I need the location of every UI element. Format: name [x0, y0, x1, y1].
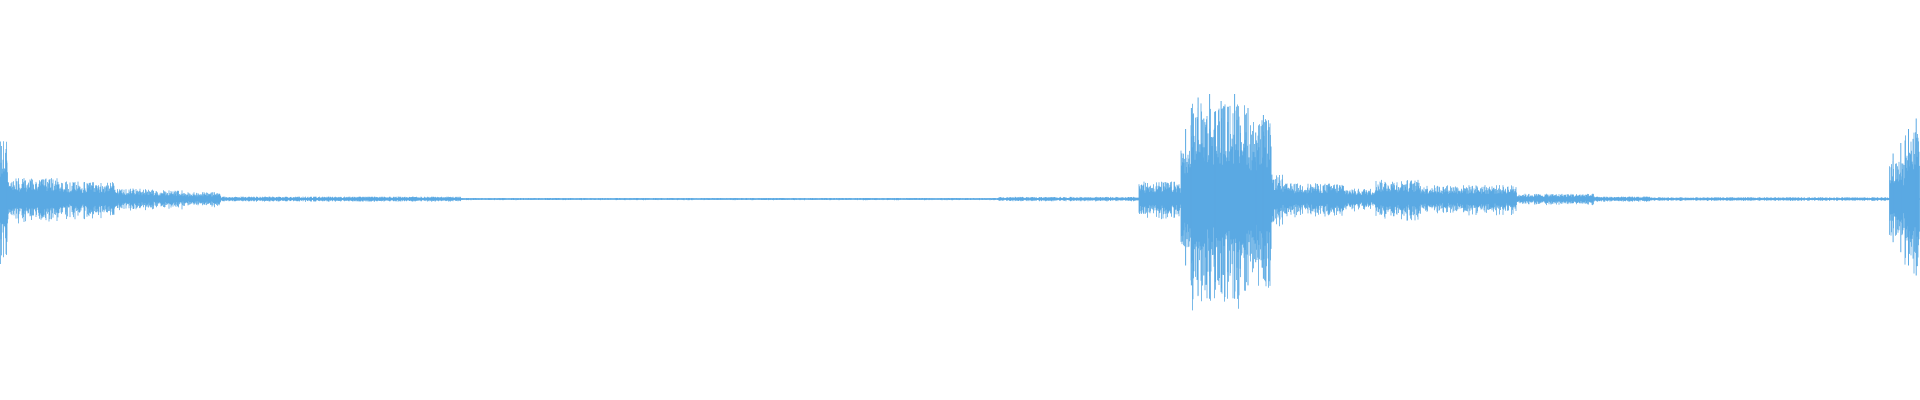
waveform-body — [0, 103, 1920, 311]
waveform-transients — [6, 94, 1917, 299]
